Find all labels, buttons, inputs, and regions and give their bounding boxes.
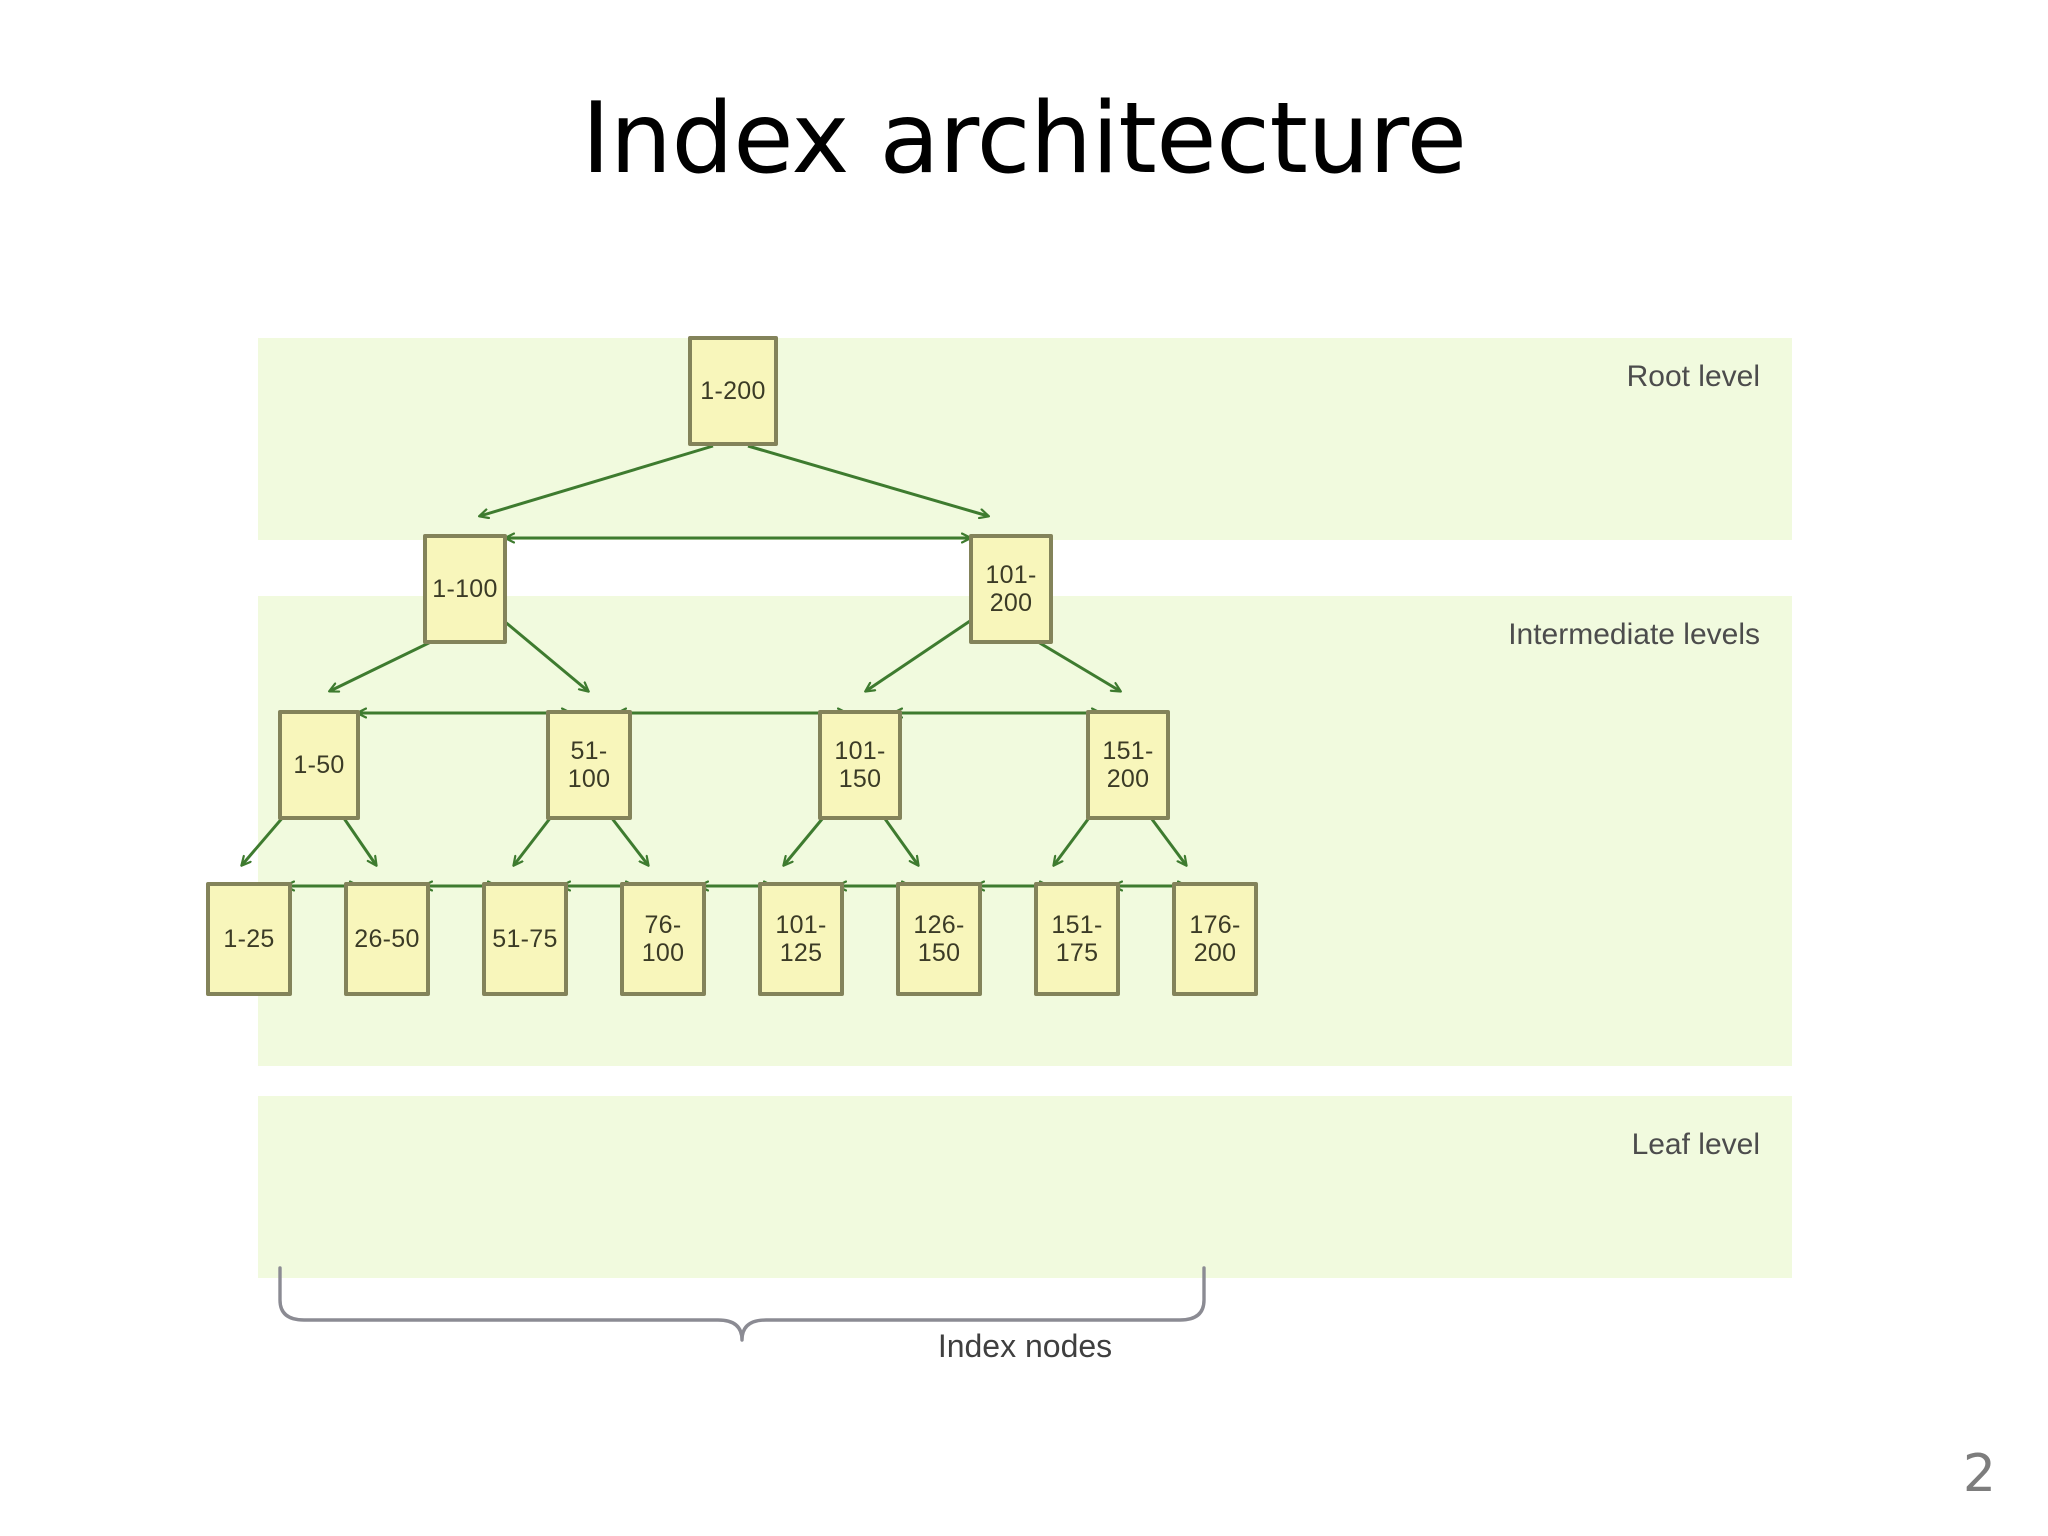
index-architecture-diagram: Root level Intermediate levels Leaf leve… (206, 336, 1792, 1364)
node-leaf-101-125[interactable]: 101- 125 (758, 882, 844, 996)
node-intermediate-51-100[interactable]: 51-100 (546, 710, 632, 820)
band-label-leaf-level: Leaf level (1631, 1128, 1760, 1161)
node-leaf-51-75[interactable]: 51-75 (482, 882, 568, 996)
band-leaf-level: Leaf level (258, 1096, 1792, 1278)
band-label-intermediate-levels: Intermediate levels (1508, 618, 1760, 651)
band-label-root-level: Root level (1626, 360, 1760, 393)
node-root-1-200[interactable]: 1-200 (688, 336, 778, 446)
node-intermediate-101-150[interactable]: 101- 150 (818, 710, 902, 820)
page-title: Index architecture (581, 82, 1467, 196)
band-root-level: Root level (258, 338, 1792, 540)
node-intermediate-1-50[interactable]: 1-50 (278, 710, 360, 820)
node-intermediate-1-100[interactable]: 1-100 (423, 534, 507, 644)
node-leaf-176-200[interactable]: 176- 200 (1172, 882, 1258, 996)
index-nodes-caption: Index nodes (937, 1328, 1113, 1364)
node-intermediate-151-200[interactable]: 151- 200 (1086, 710, 1170, 820)
page-number: 2 (1962, 1444, 1996, 1504)
node-leaf-76-100[interactable]: 76-100 (620, 882, 706, 996)
node-intermediate-101-200[interactable]: 101- 200 (969, 534, 1053, 644)
node-leaf-151-175[interactable]: 151- 175 (1034, 882, 1120, 996)
node-leaf-126-150[interactable]: 126- 150 (896, 882, 982, 996)
node-leaf-26-50[interactable]: 26-50 (344, 882, 430, 996)
node-leaf-1-25[interactable]: 1-25 (206, 882, 292, 996)
